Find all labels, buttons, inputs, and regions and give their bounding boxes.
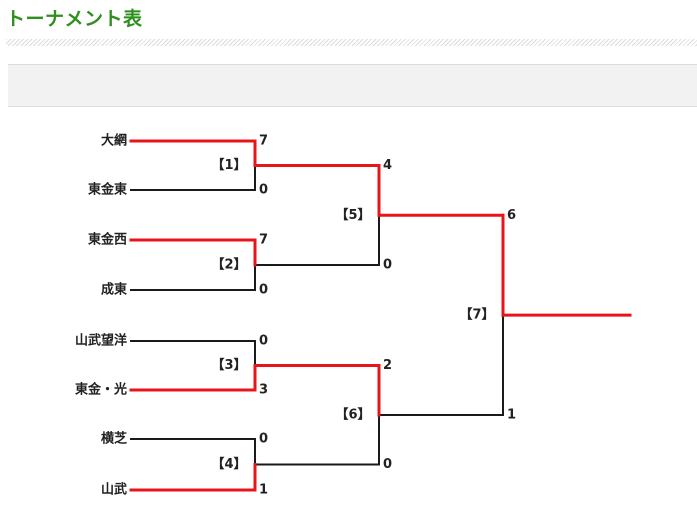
score: 7 — [259, 233, 268, 248]
team-name: 山武望洋 — [75, 333, 127, 349]
title-divider — [6, 39, 697, 46]
team-name: 東金西 — [88, 232, 127, 248]
page-title: トーナメント表 — [6, 8, 143, 30]
score: 2 — [383, 358, 392, 373]
score: 1 — [259, 483, 268, 498]
score: 0 — [259, 334, 268, 349]
score: 4 — [383, 158, 392, 173]
match-label: 【4】 — [211, 456, 246, 472]
score: 0 — [383, 457, 392, 472]
match-label: 【3】 — [211, 357, 246, 373]
score: 7 — [259, 134, 268, 149]
match-label: 【6】 — [335, 407, 370, 423]
team-name: 大網 — [101, 133, 127, 149]
team-name: 横芝 — [101, 431, 127, 447]
team-name: 山武 — [101, 482, 127, 498]
match-label: 【2】 — [211, 257, 246, 273]
score: 6 — [507, 208, 516, 223]
score: 3 — [259, 383, 268, 398]
header-bar — [8, 64, 697, 107]
score: 0 — [259, 183, 268, 198]
score: 0 — [259, 283, 268, 298]
score: 0 — [383, 258, 392, 273]
score: 0 — [259, 432, 268, 447]
team-name: 東金東 — [88, 182, 127, 198]
score: 1 — [507, 408, 516, 423]
team-name: 成東 — [101, 282, 127, 298]
match-label: 【5】 — [335, 207, 370, 223]
match-label: 【1】 — [211, 157, 246, 173]
match-label: 【7】 — [459, 307, 494, 323]
team-name: 東金・光 — [75, 382, 127, 398]
